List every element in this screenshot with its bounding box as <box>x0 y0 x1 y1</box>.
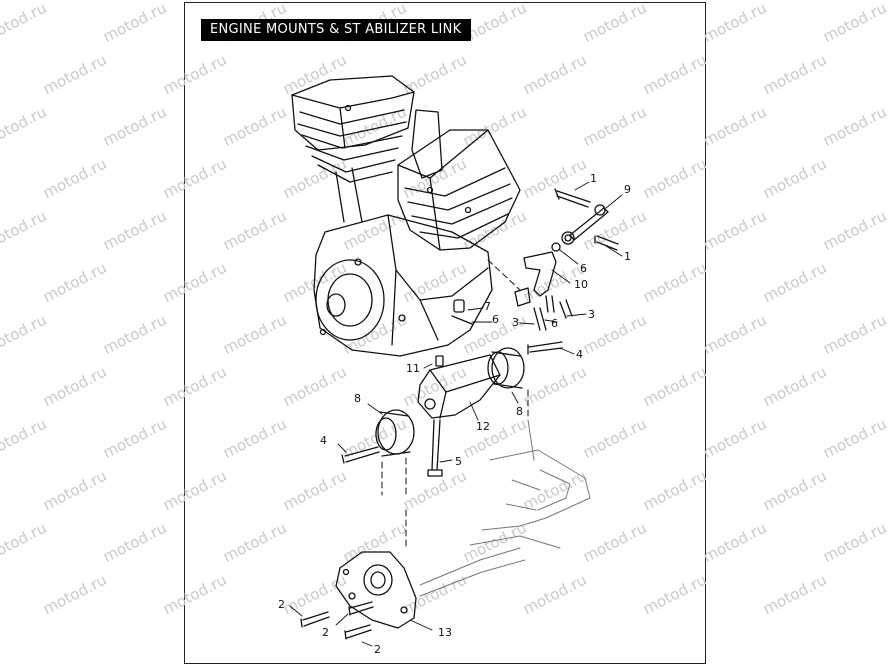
callout-7: 7 <box>484 300 491 313</box>
callout-11: 11 <box>406 362 420 375</box>
callout-3: 3 <box>588 308 595 321</box>
callout-5: 5 <box>455 455 462 468</box>
callout-6: 6 <box>551 317 558 330</box>
diagram-title: ENGINE MOUNTS & ST ABILIZER LINK <box>201 19 472 41</box>
callout-2: 2 <box>322 626 329 639</box>
callout-12: 12 <box>476 420 490 433</box>
callout-10: 10 <box>574 278 588 291</box>
callout-1: 1 <box>590 172 597 185</box>
engine-illustration <box>291 75 521 357</box>
diagram-frame <box>184 2 706 664</box>
callout-13: 13 <box>438 626 452 639</box>
leader-lines <box>289 181 623 647</box>
callout-2: 2 <box>278 598 285 611</box>
front-mount-illustration <box>300 551 417 640</box>
callout-8: 8 <box>354 392 361 405</box>
callout-4: 4 <box>320 434 327 447</box>
callout-2: 2 <box>374 643 381 656</box>
callout-4: 4 <box>576 348 583 361</box>
callout-6: 6 <box>492 313 499 326</box>
engine-mount-illustration <box>341 299 563 477</box>
callout-9: 9 <box>624 183 631 196</box>
callout-8: 8 <box>516 405 523 418</box>
callout-6: 6 <box>580 262 587 275</box>
alignment-lines <box>381 259 529 551</box>
callout-3: 3 <box>512 316 519 329</box>
frame-illustration <box>419 419 591 597</box>
stabilizer-link-illustration <box>514 188 619 331</box>
callout-1: 1 <box>624 250 631 263</box>
